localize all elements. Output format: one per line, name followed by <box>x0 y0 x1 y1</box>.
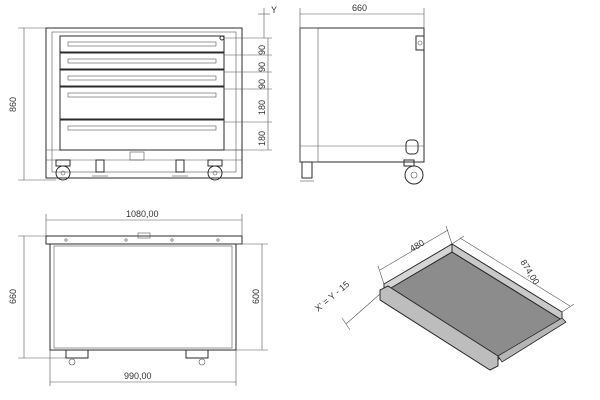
y-axis-label: Y <box>271 5 277 15</box>
top-rim <box>45 235 243 245</box>
drawer-5-height: 180 <box>257 131 267 146</box>
tray-right-rail <box>497 317 567 363</box>
depth-dimension: 660 <box>352 3 367 13</box>
caster-side-front <box>403 159 424 185</box>
slide-note-leader <box>345 293 381 325</box>
caster-front-left <box>55 159 71 181</box>
inner-width-dimension: 990,00 <box>124 371 152 381</box>
top-view: 1080,00 990,00 660 600 <box>8 209 268 386</box>
outer-depth-dimension: 660 <box>8 289 18 304</box>
drawer-2-handle <box>67 58 217 64</box>
cabinet-inner-front <box>51 31 237 173</box>
lock-icon-side <box>417 40 423 46</box>
drawer-4-height: 180 <box>257 100 267 115</box>
height-dimension: 860 <box>8 97 18 112</box>
front-view: 860 Y 90 90 90 180 180 <box>8 5 277 181</box>
drawer-1 <box>59 35 225 53</box>
side-lock <box>415 35 425 51</box>
drawer-5-handle <box>67 125 217 131</box>
drawer-1-height: 90 <box>257 45 267 55</box>
side-view: 660 <box>299 3 425 185</box>
side-front-strip <box>299 27 319 163</box>
slide-note: X' = Y - 15 <box>313 279 351 313</box>
tray-length-dimension-line <box>459 237 571 307</box>
drawer-2 <box>59 52 225 70</box>
tray-width-dimension: 480 <box>408 238 426 254</box>
outer-width-dimension: 1080,00 <box>126 209 159 219</box>
caster-side-rear <box>300 161 314 182</box>
lock-icon-front <box>219 35 225 41</box>
caster-front-right <box>207 159 223 181</box>
drawer-tray-view: 480 874,00 X' = Y - 15 <box>313 225 575 371</box>
drawer-3-height: 90 <box>257 79 267 89</box>
foot-right <box>175 159 185 173</box>
plinth-slot <box>129 151 145 161</box>
drawer-3 <box>59 69 225 87</box>
tray-front-rail <box>379 285 499 371</box>
cabinet-side-panel <box>299 27 425 163</box>
foot-left <box>95 159 105 173</box>
drawer-4-handle <box>67 92 217 98</box>
cabinet-frame-front <box>45 27 243 179</box>
cabinet-top-inner <box>53 245 233 349</box>
drawer-1-handle <box>67 41 217 47</box>
top-notch <box>137 232 151 239</box>
top-caster-right <box>185 349 209 359</box>
cabinet-top <box>49 243 237 351</box>
drawer-3-handle <box>67 75 217 81</box>
inner-depth-dimension: 600 <box>251 289 261 304</box>
tray-length-dimension: 874,00 <box>518 258 541 287</box>
top-caster-left <box>65 349 89 359</box>
handle-bracket <box>405 139 419 155</box>
drawer-4 <box>59 86 225 120</box>
tray-width-dimension-line <box>379 229 449 271</box>
drawer-2-height: 90 <box>257 62 267 72</box>
drawer-5 <box>59 119 225 151</box>
